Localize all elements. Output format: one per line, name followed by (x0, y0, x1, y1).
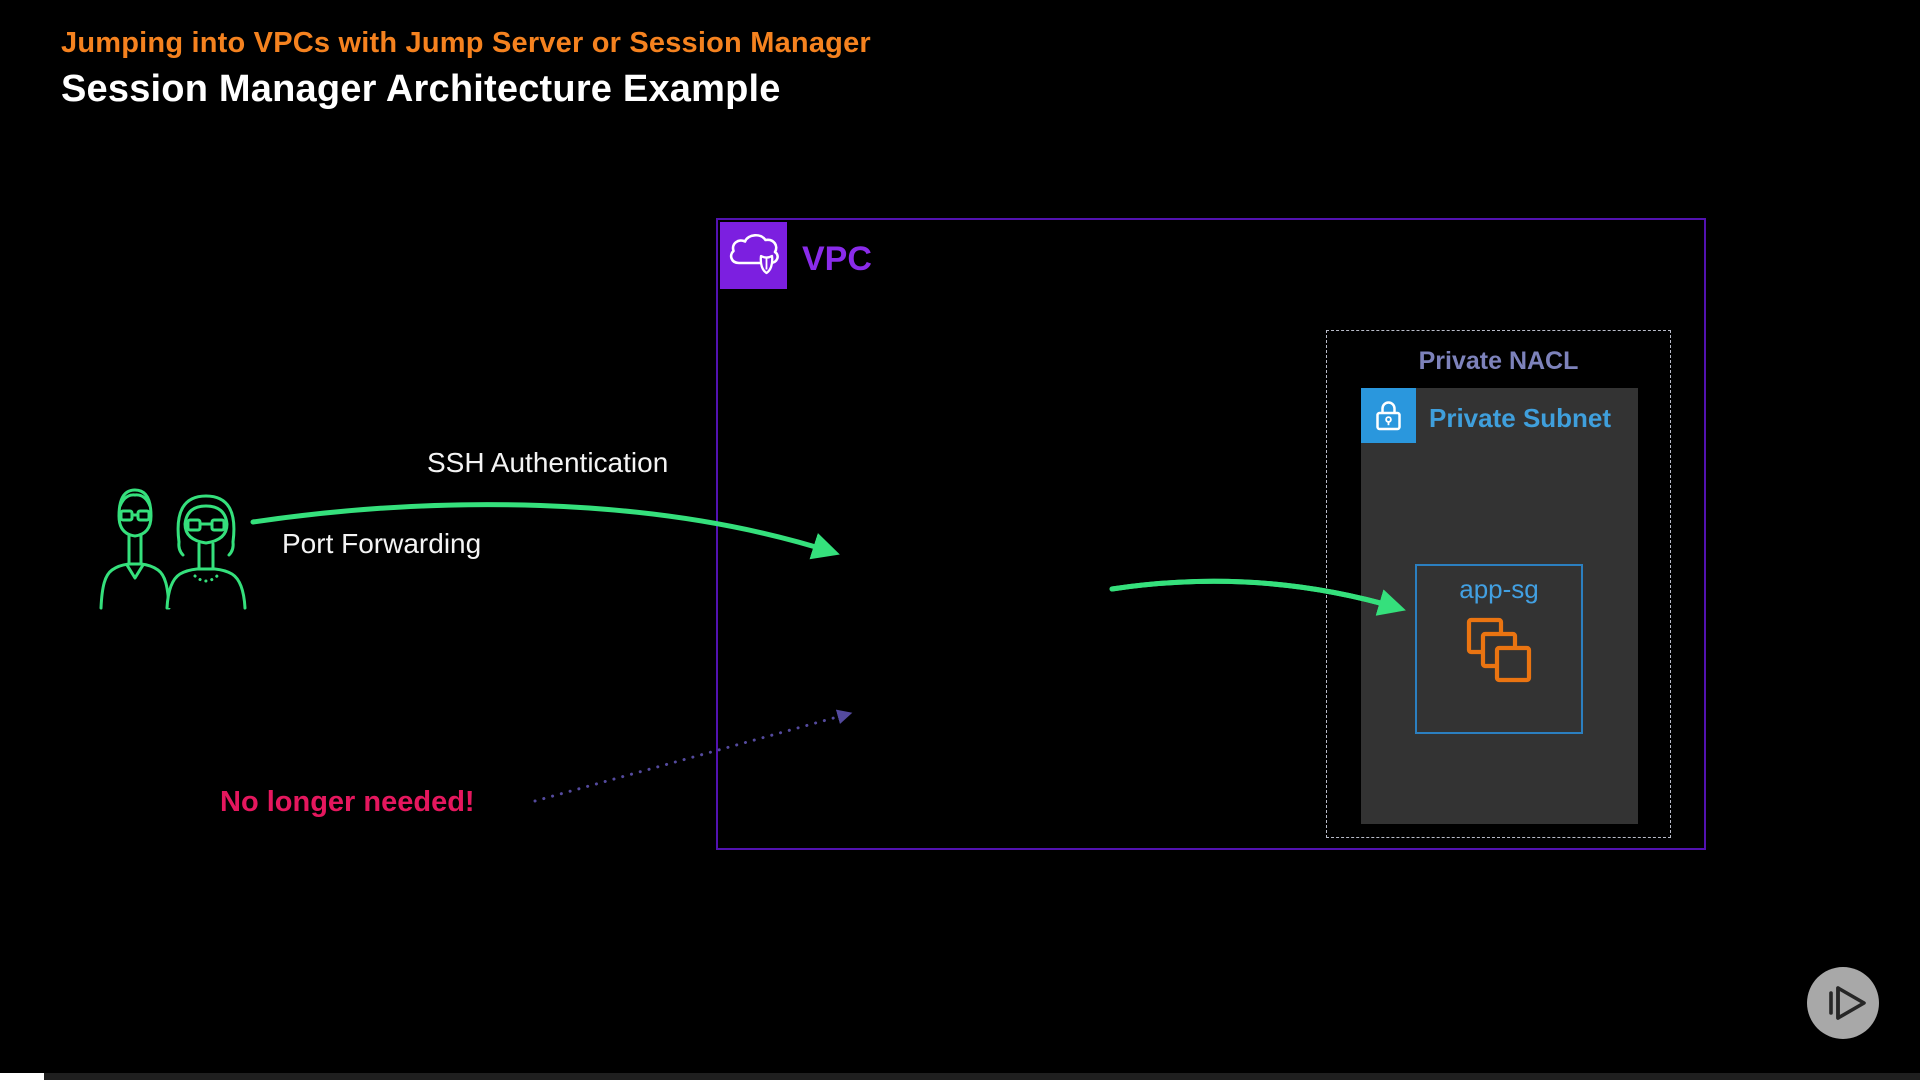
instances-icon (1457, 614, 1545, 702)
course-title: Jumping into VPCs with Jump Server or Se… (61, 27, 871, 59)
vpc-container: VPC Private NACL Private Subnet app-sg (716, 218, 1706, 850)
private-nacl-container: Private NACL Private Subnet app-sg (1326, 330, 1671, 838)
pluralsight-logo (1806, 966, 1880, 1040)
private-nacl-label: Private NACL (1418, 347, 1579, 375)
video-progress-fill (0, 1073, 44, 1080)
ssh-auth-label: SSH Authentication (427, 447, 669, 478)
vpc-label: VPC (802, 240, 872, 278)
vpc-icon (720, 222, 787, 289)
no-longer-needed-label: No longer needed! (220, 786, 475, 818)
video-progress-bar[interactable] (0, 1073, 1920, 1080)
private-subnet-container: Private Subnet app-sg (1361, 388, 1638, 824)
security-group-label: app-sg (1459, 574, 1539, 604)
port-forwarding-label: Port Forwarding (282, 528, 482, 559)
lock-icon (1361, 388, 1416, 443)
security-group-box: app-sg (1415, 564, 1583, 734)
slide-title: Session Manager Architecture Example (61, 68, 781, 110)
private-subnet-label: Private Subnet (1429, 403, 1612, 433)
users-icon (95, 478, 255, 610)
